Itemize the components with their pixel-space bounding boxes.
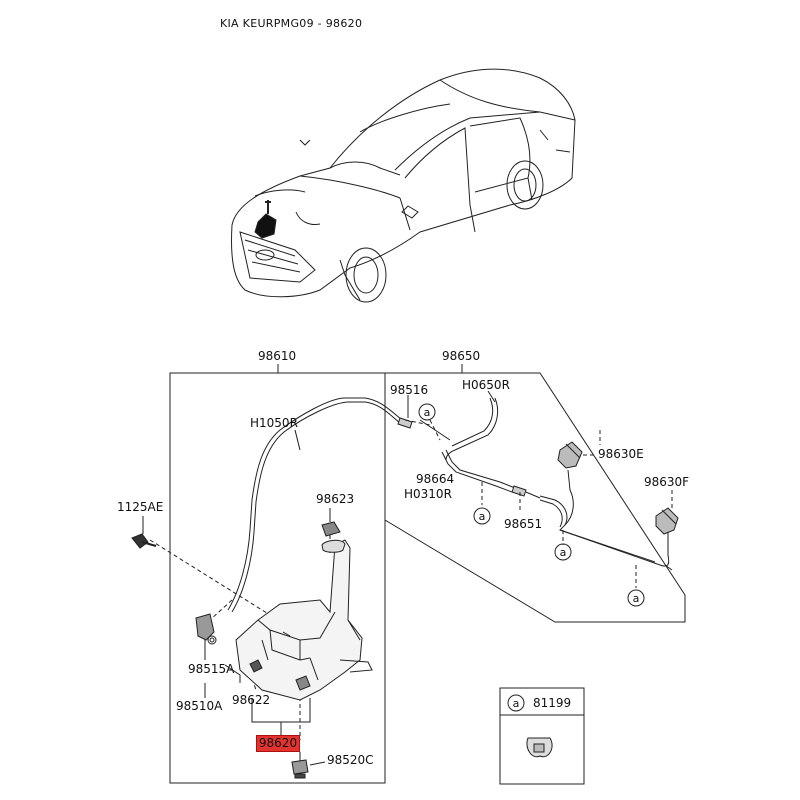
highlighted-part-label: 98620: [258, 736, 298, 750]
car-reservoir-location: [254, 200, 277, 239]
label-98630e[interactable]: 98630E: [598, 447, 644, 461]
label-98623[interactable]: 98623: [316, 492, 355, 506]
callout-a-legend: a: [513, 697, 520, 710]
diagram-title: KIA KEURPMG09 - 98620: [220, 17, 363, 30]
label-98610[interactable]: 98610: [258, 349, 297, 363]
callout-a-1: a: [424, 406, 431, 419]
label-98622[interactable]: 98622: [232, 693, 271, 707]
label-81199[interactable]: 81199: [533, 696, 572, 710]
label-98664[interactable]: 98664: [416, 472, 455, 486]
label-98630f[interactable]: 98630F: [644, 475, 690, 489]
car-illustration: [231, 68, 576, 303]
nozzle-98630e: [557, 441, 583, 469]
label-98516[interactable]: 98516: [390, 383, 429, 397]
label-h0310r[interactable]: H0310R: [404, 487, 452, 501]
cap-98623: [321, 508, 341, 537]
label-1125ae[interactable]: 1125AE: [117, 500, 164, 514]
callout-a-3: a: [560, 546, 567, 559]
callout-markers: [418, 403, 645, 712]
sensor-98520c: [291, 759, 326, 779]
washer-reservoir-98620: [235, 539, 373, 701]
pump-98510a: [195, 613, 217, 645]
callout-a-2: a: [479, 510, 486, 523]
label-98510a[interactable]: 98510A: [176, 699, 223, 713]
label-98520c[interactable]: 98520C: [327, 753, 374, 767]
callout-a-4: a: [633, 592, 640, 605]
label-98650[interactable]: 98650: [442, 349, 481, 363]
highlighted-part-98620[interactable]: 98620: [256, 735, 300, 752]
legend-box: [499, 687, 585, 785]
bolt-1125ae: [131, 533, 157, 549]
label-98515a[interactable]: 98515A: [188, 662, 235, 676]
label-98651[interactable]: 98651: [504, 517, 543, 531]
nozzle-98630f: [655, 507, 679, 535]
label-h1050r[interactable]: H1050R: [250, 416, 298, 430]
label-h0650r[interactable]: H0650R: [462, 378, 510, 392]
